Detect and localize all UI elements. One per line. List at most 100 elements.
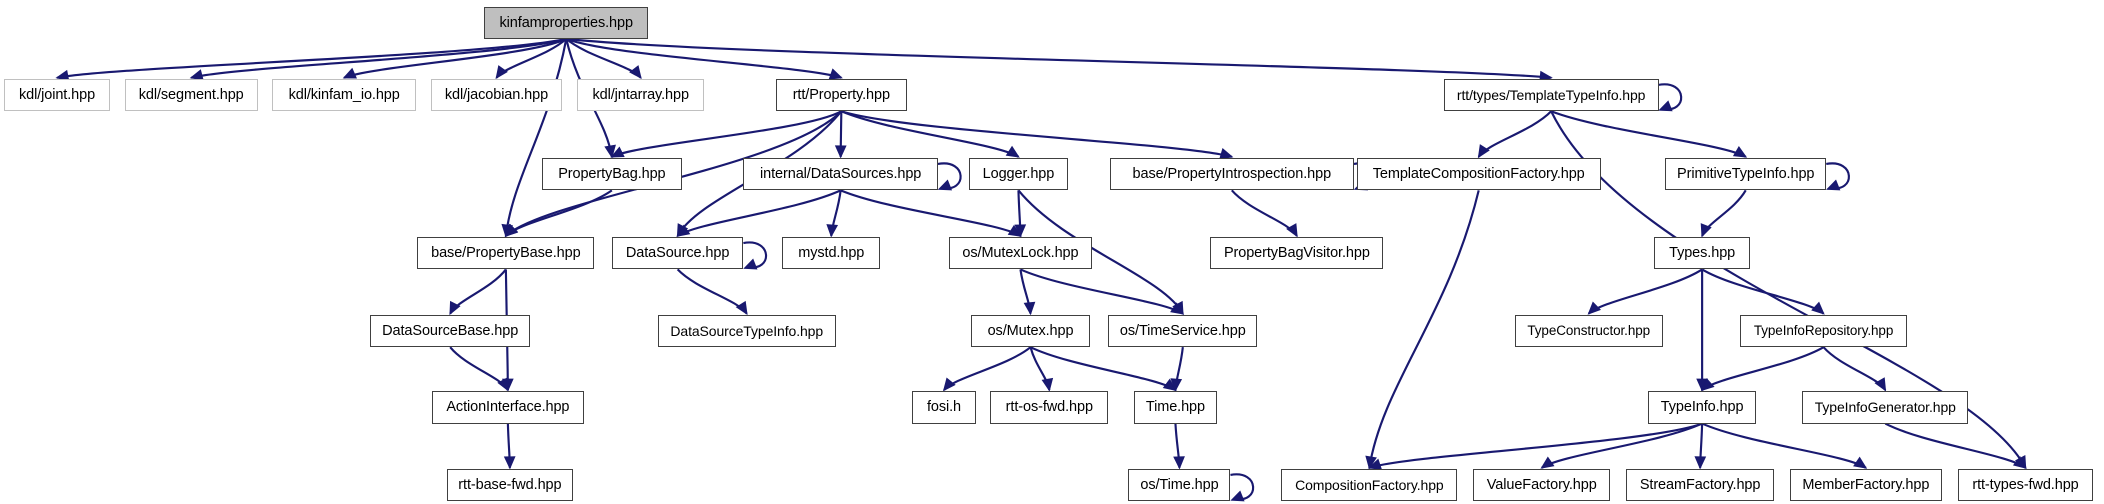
graph-node-datasources[interactable]: internal/DataSources.hpp <box>743 158 938 191</box>
graph-edge-rttproperty-to-datasources <box>834 111 847 159</box>
graph-edge-types-to-typeinfo <box>1696 269 1708 392</box>
graph-node-label: PrimitiveTypeInfo.hpp <box>1677 165 1815 182</box>
graph-edge-dsbase-to-actioniface <box>449 346 509 392</box>
graph-node-label: DataSourceTypeInfo.hpp <box>670 323 824 340</box>
graph-edge-pti-to-pti <box>1826 162 1850 191</box>
graph-node-label: os/TimeService.hpp <box>1119 322 1246 339</box>
graph-node-dstypeinfo[interactable]: DataSourceTypeInfo.hpp <box>657 315 836 348</box>
graph-node-propintro[interactable]: base/PropertyIntrospection.hpp <box>1109 158 1354 191</box>
graph-node-timehpp[interactable]: Time.hpp <box>1133 391 1218 424</box>
graph-node-label: ActionInterface.hpp <box>446 399 570 416</box>
graph-edge-logger-to-mutexlock <box>1014 190 1027 238</box>
graph-node-label: fosi.h <box>926 399 961 416</box>
graph-node-rttosfwd[interactable]: rtt-os-fwd.hpp <box>990 391 1109 424</box>
graph-edge-root-to-kkinfamio <box>342 37 567 79</box>
graph-node-types[interactable]: Types.hpp <box>1654 237 1750 270</box>
graph-node-label: rtt/types/TemplateTypeInfo.hpp <box>1456 87 1646 104</box>
graph-node-logger[interactable]: Logger.hpp <box>968 158 1069 191</box>
graph-edge-propintro-to-pbvisitor <box>1230 189 1298 238</box>
graph-node-label: DataSourceBase.hpp <box>382 322 519 339</box>
graph-edge-typeinfo-to-compfactory <box>1367 422 1703 470</box>
graph-node-label: rtt/Property.hpp <box>792 86 890 103</box>
graph-node-label: TemplateCompositionFactory.hpp <box>1372 165 1585 182</box>
graph-edge-datasources-to-mutexlock <box>840 189 1022 237</box>
graph-edge-tti-to-pti <box>1550 110 1748 158</box>
graph-node-label: MemberFactory.hpp <box>1802 476 1930 493</box>
graph-node-pti[interactable]: PrimitiveTypeInfo.hpp <box>1665 158 1827 191</box>
graph-node-root[interactable]: kinfamproperties.hpp <box>484 6 649 39</box>
graph-node-label: base/PropertyBase.hpp <box>431 245 581 262</box>
graph-edge-root-to-kjoint <box>55 37 567 82</box>
graph-node-kjoint[interactable]: kdl/joint.hpp <box>4 79 111 112</box>
graph-node-rttbasefwd[interactable]: rtt-base-fwd.hpp <box>446 469 573 502</box>
graph-edge-osmutex-to-timehpp <box>1030 346 1177 392</box>
graph-node-actioniface[interactable]: ActionInterface.hpp <box>432 391 584 424</box>
graph-node-osmutex[interactable]: os/Mutex.hpp <box>971 315 1090 348</box>
graph-edge-tti-to-tcf <box>1477 110 1552 159</box>
graph-node-label: PropertyBag.hpp <box>558 165 666 182</box>
graph-edge-tirepo-to-tigen <box>1822 346 1887 392</box>
graph-node-label: rtt-types-fwd.hpp <box>1972 476 2079 493</box>
graph-edge-tirepo-to-typeinfo <box>1700 346 1825 392</box>
graph-node-ostime[interactable]: os/Time.hpp <box>1128 469 1231 502</box>
graph-node-label: StreamFactory.hpp <box>1639 476 1761 493</box>
graph-edge-rttproperty-to-propintro <box>841 110 1234 160</box>
graph-edge-typeinfo-to-streamfac <box>1694 423 1707 470</box>
graph-edge-osmutex-to-rttosfwd <box>1029 346 1054 392</box>
graph-node-typector[interactable]: TypeConstructor.hpp <box>1514 315 1663 348</box>
graph-node-typeinfo[interactable]: TypeInfo.hpp <box>1647 391 1757 424</box>
graph-edge-datasources-to-datasource <box>676 189 842 237</box>
graph-node-mutexlock[interactable]: os/MutexLock.hpp <box>948 237 1093 270</box>
graph-node-label: kdl/jntarray.hpp <box>592 86 689 103</box>
graph-node-pbvisitor[interactable]: PropertyBagVisitor.hpp <box>1210 237 1384 270</box>
graph-edge-datasources-to-datasources <box>937 162 962 191</box>
graph-node-kjntarray[interactable]: kdl/jntarray.hpp <box>576 79 705 112</box>
graph-node-kkinfamio[interactable]: kdl/kinfam_io.hpp <box>272 79 416 112</box>
graph-edge-mutexlock-to-osmutex <box>1019 269 1036 316</box>
graph-node-propbase[interactable]: base/PropertyBase.hpp <box>417 237 595 270</box>
graph-edge-rttproperty-to-propbag <box>610 110 842 158</box>
graph-node-tcf[interactable]: TemplateCompositionFactory.hpp <box>1356 158 1601 191</box>
graph-node-datasource[interactable]: DataSource.hpp <box>611 237 744 270</box>
graph-edge-root-to-rttproperty <box>565 37 843 80</box>
graph-node-tigen[interactable]: TypeInfoGenerator.hpp <box>1802 391 1969 424</box>
graph-node-label: os/Time.hpp <box>1140 476 1219 493</box>
graph-edge-tcf-to-compfactory <box>1365 190 1480 470</box>
graph-node-tirepo[interactable]: TypeInfoRepository.hpp <box>1740 315 1907 348</box>
graph-node-dsbase[interactable]: DataSourceBase.hpp <box>370 315 531 348</box>
graph-node-label: rtt-os-fwd.hpp <box>1005 399 1093 416</box>
graph-node-fosi[interactable]: fosi.h <box>912 391 976 424</box>
graph-node-ksegment[interactable]: kdl/segment.hpp <box>124 79 258 112</box>
graph-node-label: TypeInfoRepository.hpp <box>1753 323 1894 339</box>
graph-edge-ostime-to-ostime <box>1230 473 1255 502</box>
graph-node-label: ValueFactory.hpp <box>1486 476 1597 493</box>
graph-node-valfactory[interactable]: ValueFactory.hpp <box>1473 469 1611 502</box>
graph-node-streamfac[interactable]: StreamFactory.hpp <box>1626 469 1774 502</box>
graph-node-label: Types.hpp <box>1669 245 1736 262</box>
graph-node-label: kinfamproperties.hpp <box>499 14 634 31</box>
graph-node-timeservice[interactable]: os/TimeService.hpp <box>1108 315 1258 348</box>
graph-node-rtttypesfwd[interactable]: rtt-types-fwd.hpp <box>1957 469 2094 502</box>
graph-node-label: internal/DataSources.hpp <box>760 165 922 182</box>
graph-edge-osmutex-to-fosi <box>942 346 1032 392</box>
graph-node-tti[interactable]: rtt/types/TemplateTypeInfo.hpp <box>1443 79 1659 112</box>
graph-edge-mutexlock-to-timeservice <box>1020 268 1185 315</box>
graph-node-propbag[interactable]: PropertyBag.hpp <box>542 158 682 191</box>
graph-node-mystd[interactable]: mystd.hpp <box>782 237 881 270</box>
graph-edge-tti-to-tti <box>1658 83 1683 112</box>
graph-node-label: TypeInfo.hpp <box>1660 399 1744 416</box>
graph-node-label: os/Mutex.hpp <box>987 322 1074 339</box>
graph-node-kjacobian[interactable]: kdl/jacobian.hpp <box>430 79 563 112</box>
graph-node-memberfac[interactable]: MemberFactory.hpp <box>1790 469 1942 502</box>
graph-edge-propbase-to-dsbase <box>449 268 507 316</box>
graph-node-label: kdl/segment.hpp <box>138 86 244 103</box>
graph-node-rttproperty[interactable]: rtt/Property.hpp <box>775 79 908 112</box>
graph-edge-datasource-to-datasource <box>743 241 768 270</box>
graph-node-label: Logger.hpp <box>982 165 1055 182</box>
graph-edge-typeinfo-to-memberfac <box>1701 422 1868 469</box>
graph-node-compfactory[interactable]: CompositionFactory.hpp <box>1281 469 1458 502</box>
graph-edge-typeinfo-to-valfactory <box>1540 422 1703 469</box>
graph-node-label: kdl/kinfam_io.hpp <box>288 86 400 103</box>
graph-edge-timeservice-to-timehpp <box>1170 347 1184 392</box>
